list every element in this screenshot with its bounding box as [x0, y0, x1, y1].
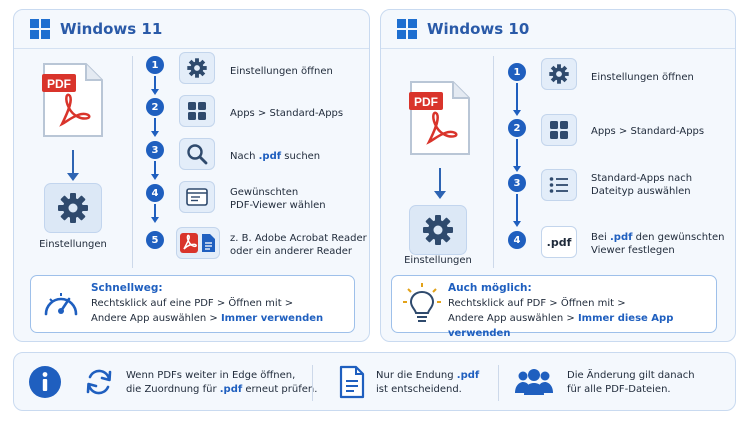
step-arrow	[513, 83, 521, 116]
step-1-icon-box	[541, 58, 577, 90]
search-icon	[187, 144, 208, 165]
extension-note: Nur die Endung .pdf ist entscheidend.	[376, 370, 480, 395]
step-2-text: Apps > Standard-Apps	[230, 108, 344, 119]
step-4-icon-box	[179, 181, 215, 213]
step-2-icon-box	[541, 114, 577, 146]
windows-10-title: Windows 10	[427, 20, 530, 38]
step-3-number: 3	[508, 174, 526, 192]
windows-11-title: Windows 11	[60, 20, 163, 38]
step-arrow	[151, 118, 159, 137]
info-bar: Wenn PDFs weiter in Edge öffnen, die Zuo…	[13, 352, 736, 411]
lightbulb-icon	[403, 283, 441, 322]
windows-10-panel: Windows 10 PDF Einstellungen 1 Einstellu…	[380, 9, 736, 342]
step-1-number: 1	[146, 56, 164, 74]
gear-icon	[187, 58, 207, 78]
step-arrow	[151, 204, 159, 223]
step-arrow	[151, 161, 159, 180]
gear-icon	[58, 193, 88, 223]
refresh-icon	[86, 369, 112, 395]
step-2-text: Apps > Standard-Apps	[591, 126, 705, 137]
step-1-text: Einstellungen öffnen	[591, 72, 694, 83]
step-1-number: 1	[508, 63, 526, 81]
windows-11-panel: Windows 11 PDF Einstellungen	[13, 9, 370, 342]
acrobat-and-document-icons	[180, 233, 215, 253]
windows-logo-icon	[30, 19, 50, 39]
settings-gear-box	[44, 183, 102, 233]
svg-text:PDF: PDF	[47, 77, 71, 91]
document-icon	[339, 365, 365, 399]
settings-gear-box	[409, 205, 467, 255]
info-icon	[29, 366, 61, 398]
step-3-text: Nach .pdf suchen	[230, 151, 321, 162]
windows-11-header: Windows 11	[30, 19, 162, 39]
apps-grid-icon	[550, 121, 568, 139]
step-2-icon-box	[179, 95, 215, 127]
windows-10-header: Windows 10	[397, 19, 529, 39]
alternative-tip-title: Auch möglich:	[448, 282, 532, 294]
pdf-extension-icon: .pdf	[546, 235, 572, 249]
window-icon	[186, 188, 208, 206]
gear-icon	[423, 215, 453, 245]
step-3-icon-box	[541, 169, 577, 201]
step-1-text: Einstellungen öffnen	[230, 66, 333, 77]
step-2-number: 2	[146, 98, 164, 116]
step-3-icon-box	[179, 138, 215, 170]
quick-tip-text: Rechtsklick auf eine PDF > Öffnen mit > …	[91, 298, 324, 324]
gear-icon	[549, 64, 569, 84]
speedometer-icon	[44, 293, 78, 316]
svg-text:PDF: PDF	[414, 95, 438, 109]
settings-label: Einstellungen	[404, 255, 472, 266]
pdf-file-icon: PDF	[42, 63, 103, 137]
step-4-number: 4	[508, 231, 526, 249]
step-3-number: 3	[146, 141, 164, 159]
step-arrow	[513, 194, 521, 227]
step-arrow	[513, 139, 521, 172]
quick-tip-box: Schnellweg: Rechtsklick auf eine PDF > Ö…	[30, 275, 355, 333]
step-1-icon-box	[179, 52, 215, 84]
step-arrow	[151, 76, 159, 95]
apps-grid-icon	[188, 102, 206, 120]
step-5-icon-box	[176, 227, 220, 259]
windows-logo-icon	[397, 19, 417, 39]
down-arrow	[67, 150, 79, 181]
apply-all-note: Die Änderung gilt danach für alle PDF-Da…	[567, 370, 695, 395]
quick-tip-title: Schnellweg:	[91, 282, 163, 294]
alternative-tip-text: Rechtsklick auf PDF > Öffnen mit > Ander…	[448, 298, 674, 339]
down-arrow	[434, 168, 446, 199]
pdf-file-icon: PDF	[409, 81, 470, 155]
users-group-icon	[515, 369, 553, 395]
step-4-icon-box: .pdf	[541, 226, 577, 258]
step-5-number: 5	[146, 231, 164, 249]
step-4-number: 4	[146, 184, 164, 202]
step-4-text: Bei .pdf den gewünschten Viewer festlege…	[591, 232, 725, 256]
settings-label: Einstellungen	[39, 239, 107, 250]
list-icon	[549, 177, 568, 193]
alternative-tip-box: Auch möglich: Rechtsklick auf PDF > Öffn…	[391, 275, 717, 339]
step-2-number: 2	[508, 119, 526, 137]
edge-note: Wenn PDFs weiter in Edge öffnen, die Zuo…	[126, 370, 318, 395]
